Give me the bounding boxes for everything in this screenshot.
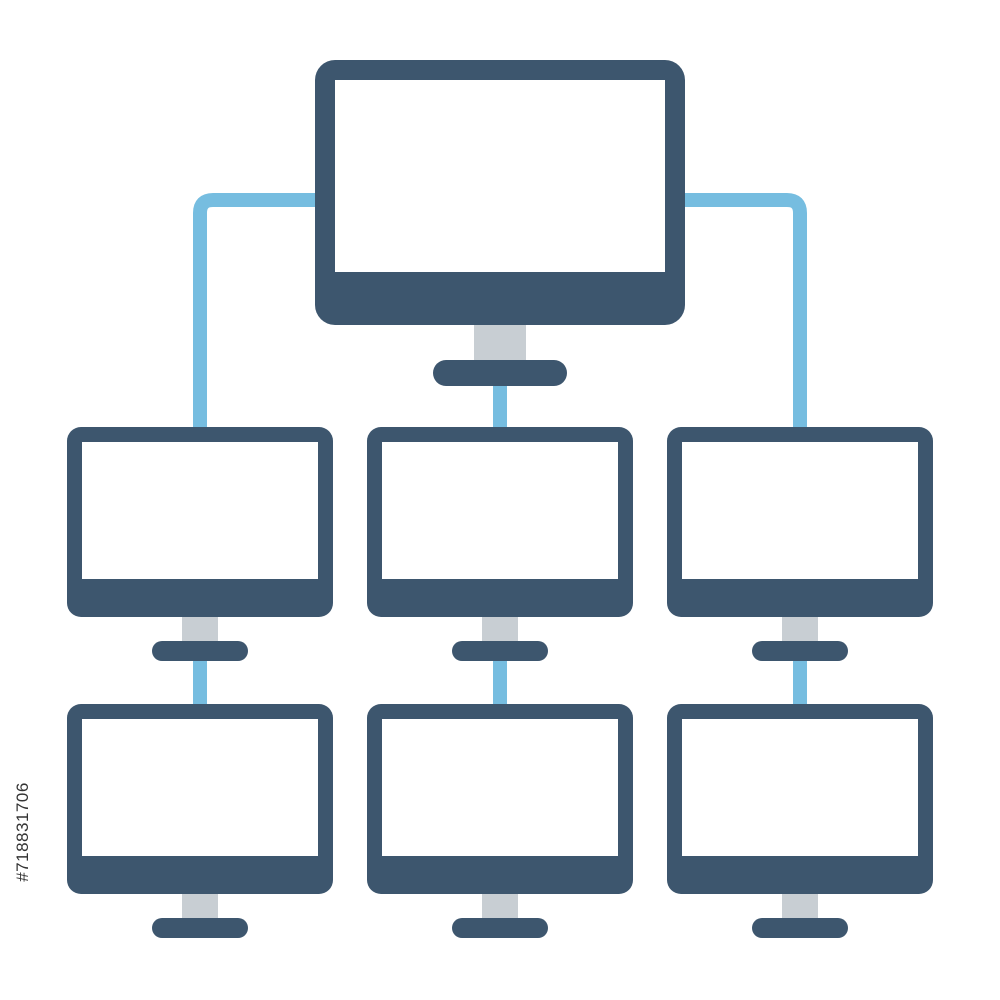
client-monitor-icon <box>67 704 333 938</box>
monitor-screen <box>682 719 918 856</box>
monitor-screen <box>382 719 618 856</box>
client-monitor-icon <box>367 704 633 938</box>
monitor-base <box>752 918 848 938</box>
connector-top-to-mid-left <box>193 193 318 430</box>
monitor-stand-neck <box>182 889 218 921</box>
connector-lines <box>193 193 807 708</box>
monitor-screen <box>382 442 618 579</box>
connector-top-to-mid-right <box>682 193 807 430</box>
client-monitor-icon <box>667 704 933 938</box>
monitor-base <box>752 641 848 661</box>
stock-image-id: #718831706 <box>8 767 38 897</box>
monitor-screen <box>682 442 918 579</box>
monitor-base <box>452 641 548 661</box>
monitor-base <box>452 918 548 938</box>
monitor-screen <box>82 719 318 856</box>
monitor-stand-neck <box>482 612 518 644</box>
monitor-stand-neck <box>474 322 526 362</box>
monitor-base <box>152 918 248 938</box>
monitor-screen <box>82 442 318 579</box>
server-monitor-icon <box>315 60 685 386</box>
monitor-stand-neck <box>782 612 818 644</box>
monitor-stand-neck <box>782 889 818 921</box>
monitor-stand-neck <box>182 612 218 644</box>
monitor-stand-neck <box>482 889 518 921</box>
client-monitor-icon <box>67 427 333 661</box>
client-monitor-icon <box>667 427 933 661</box>
client-monitor-icon <box>367 427 633 661</box>
monitor-screen <box>335 80 665 272</box>
monitor-base <box>433 360 567 386</box>
monitor-base <box>152 641 248 661</box>
stock-image-id-text: #718831706 <box>13 782 33 882</box>
